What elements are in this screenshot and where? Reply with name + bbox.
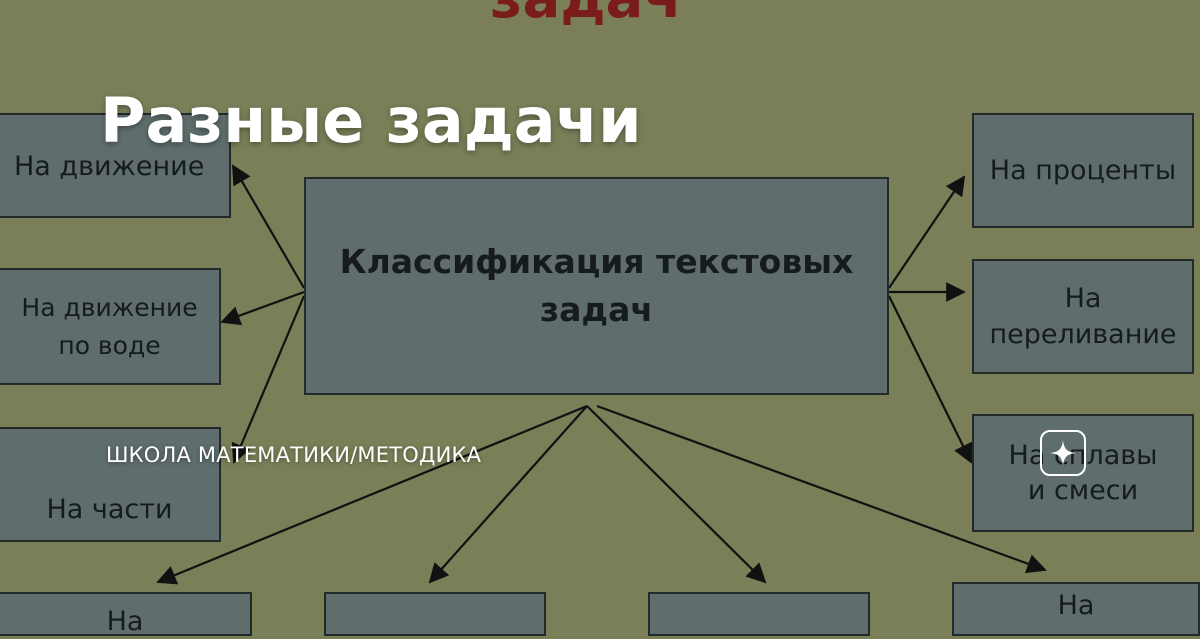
category-label: На проценты <box>989 154 1177 186</box>
arrow-to-bottom-2 <box>428 405 588 584</box>
arrow-to-bottom-3 <box>586 405 767 584</box>
category-bottom-3 <box>648 592 870 636</box>
sparkle-icon <box>1040 430 1086 476</box>
article-headline: Разные задачи <box>100 84 642 157</box>
category-percent: На проценты <box>972 113 1194 228</box>
arrow-to-water-motion <box>220 290 305 326</box>
arrow-to-percent <box>888 175 966 289</box>
category-label: и смеси <box>1027 475 1139 506</box>
category-label: На части <box>46 493 173 525</box>
category-motion: На движение <box>0 113 231 218</box>
arrow-to-bottom-1 <box>156 404 588 585</box>
arrow-to-bottom-4 <box>596 404 1047 574</box>
category-label: На движение <box>21 293 198 322</box>
arrow-to-alloys <box>888 295 972 464</box>
classification-line-2: задач <box>539 290 653 329</box>
classification-box: Классификация текстовых задач <box>304 177 889 395</box>
category-bottom-4: На <box>952 582 1200 636</box>
arrow-to-motion <box>232 164 305 289</box>
category-bottom-2 <box>324 592 546 636</box>
arrow-to-parts <box>231 295 306 464</box>
category-label: На сплавы <box>1008 439 1158 471</box>
classification-line-1: Классификация текстовых <box>339 242 854 282</box>
category-label: переливание <box>989 318 1177 350</box>
category-label: по воде <box>58 330 161 360</box>
category-label: На <box>106 606 144 637</box>
category-label: На <box>1057 590 1095 621</box>
channel-caption: ШКОЛА МАТЕМАТИКИ/МЕТОДИКА <box>106 443 482 467</box>
category-water-motion: На движение по воде <box>0 268 221 385</box>
category-parts: На части <box>0 427 221 542</box>
slide-title-fragment: задач <box>490 0 682 31</box>
category-label: На <box>1064 283 1102 315</box>
category-pouring: На переливание <box>972 259 1194 374</box>
category-label: На движение <box>14 151 205 182</box>
category-bottom-1: На <box>0 592 252 637</box>
